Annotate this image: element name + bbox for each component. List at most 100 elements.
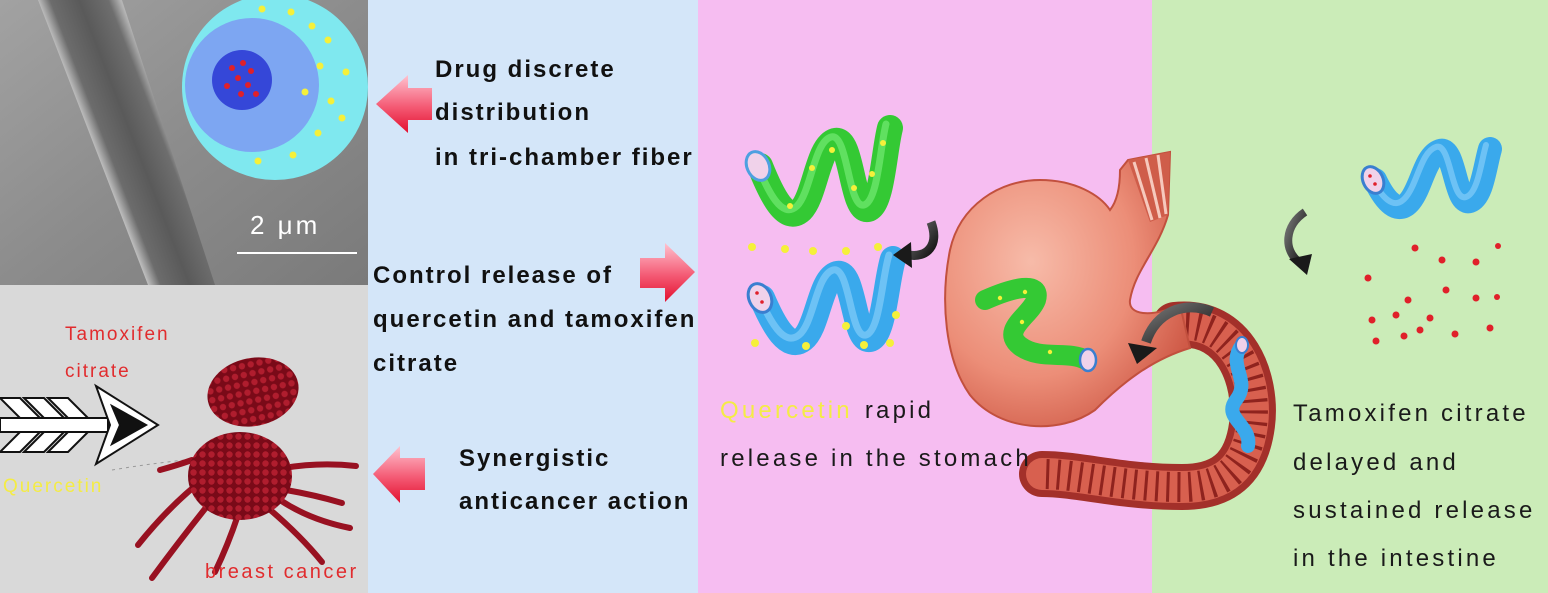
quercetin-dot	[809, 165, 815, 171]
arrow-head	[1289, 254, 1312, 275]
quercetin-loaded-fiber	[744, 115, 903, 227]
quercetin-dot	[781, 245, 789, 253]
quercetin-dot	[997, 295, 1003, 301]
tamoxifen-dot	[1472, 258, 1480, 266]
quercetin-dot	[258, 5, 266, 13]
tamoxifen-dot	[1368, 174, 1372, 178]
distribution-line1: Drug discrete	[435, 56, 616, 83]
breast-cancer-label: breast cancer	[205, 561, 359, 583]
fiber-highlight	[754, 251, 893, 342]
quercetin-dot	[851, 185, 857, 191]
quercetin-dot	[301, 88, 309, 96]
tentacle	[277, 497, 353, 531]
cell-top-fragment	[207, 357, 299, 427]
fiber-in-stomach	[975, 277, 1096, 370]
fiber-in-intestine	[1225, 338, 1256, 453]
tamoxifen-fiber-intestine	[1360, 137, 1502, 219]
tamoxifen-dot	[224, 83, 230, 89]
fiber-end-cross-section	[744, 150, 772, 182]
tentacle	[212, 512, 241, 575]
tamoxifen-loaded-fiber	[746, 246, 906, 355]
tamoxifen-dot	[248, 68, 254, 74]
quercetin-dot	[802, 342, 810, 350]
control-release-line1: Control release of	[373, 262, 613, 289]
quercetin-dot	[1019, 319, 1025, 325]
tamoxifen-dot	[240, 60, 246, 66]
tamoxifen-dot	[1451, 330, 1459, 338]
fiber-highlight	[752, 120, 890, 214]
tamoxifen-dot	[1392, 311, 1400, 319]
arrow-left-distribution	[376, 75, 432, 133]
released-tamoxifen	[1364, 243, 1501, 345]
arrow-body	[1141, 302, 1215, 344]
quercetin-dot	[287, 8, 295, 16]
tamoxifen-dot	[1442, 286, 1450, 294]
tamoxifen-dot	[1472, 294, 1480, 302]
quercetin-dot	[829, 147, 835, 153]
tamoxifen-dot	[760, 300, 764, 304]
quercetin-dot	[787, 203, 793, 209]
released-quercetin	[748, 243, 900, 350]
quercetin-dot	[314, 129, 322, 137]
electrospun-fiber	[38, 0, 215, 285]
tentacle	[265, 505, 325, 565]
tamoxifen-dot	[1372, 337, 1380, 345]
stomach	[944, 150, 1192, 428]
tamoxifen-dot	[1495, 243, 1501, 249]
tamoxifen-dot	[1416, 326, 1424, 334]
curved-arrow-intestine-release	[1284, 208, 1312, 275]
arrow-head	[893, 242, 912, 268]
tamoxifen-label-line2: citrate	[65, 361, 131, 382]
distribution-line2: distribution	[435, 99, 591, 126]
quercetin-dot	[874, 243, 882, 251]
synergy-line1: Synergistic	[459, 445, 610, 472]
fiber-end-cross-section	[1235, 336, 1249, 354]
esophagus-ring	[1132, 161, 1154, 221]
tamoxifen-dot	[229, 65, 235, 71]
quercetin-dot	[869, 171, 875, 177]
quercetin-dot	[342, 68, 350, 76]
quercetin-dot	[892, 311, 900, 319]
esophagus-ring	[1144, 157, 1162, 219]
intestine-release-line3: in the intestine	[1293, 545, 1499, 572]
arrow-shaft	[0, 417, 109, 433]
arrow-head	[1128, 343, 1157, 364]
quercetin-dot	[1022, 289, 1028, 295]
stomach-release-line2: release in the stomach	[720, 445, 1032, 472]
tamoxifen-dot	[1494, 294, 1500, 300]
tamoxifen-dot	[1373, 182, 1377, 186]
quercetin-dot	[809, 247, 817, 255]
quercetin-dot	[751, 339, 759, 347]
cell-bottom-fragment	[188, 432, 292, 520]
intestine-release-line2: sustained release	[1293, 497, 1536, 524]
tamoxifen-dot	[235, 75, 241, 81]
panel-fiber-image: 2 μm	[0, 0, 368, 285]
quercetin-dot	[1047, 349, 1053, 355]
arrow-right-release	[640, 243, 695, 302]
tamoxifen-label-line1: Tamoxifen	[65, 324, 170, 345]
tamoxifen-dot	[755, 291, 759, 295]
breast-cancer-cell	[135, 357, 359, 581]
quercetin-label: Quercetin	[3, 476, 103, 497]
drug-arrow	[0, 383, 160, 467]
curved-arrow-stomach-release	[893, 220, 939, 268]
tamoxifen-dot	[1426, 314, 1434, 322]
arrow-left-synergy	[373, 446, 425, 503]
quercetin-dot	[316, 62, 324, 70]
fiber-end-cross-section	[746, 282, 774, 314]
esophagus-ring	[1156, 154, 1168, 215]
inner-chamber	[212, 50, 272, 110]
quercetin-dot	[886, 339, 894, 347]
tamoxifen-dot	[1364, 274, 1372, 282]
tentacle	[281, 461, 359, 471]
quercetin-dot	[748, 243, 756, 251]
quercetin-dot	[880, 140, 886, 146]
stomach-release-rest: rapid	[865, 397, 934, 424]
tamoxifen-dot	[238, 91, 244, 97]
quercetin-dot	[308, 22, 316, 30]
quercetin-dot	[289, 151, 297, 159]
tamoxifen-dot	[1400, 332, 1408, 340]
fiber-end-cross-section	[1360, 165, 1386, 195]
